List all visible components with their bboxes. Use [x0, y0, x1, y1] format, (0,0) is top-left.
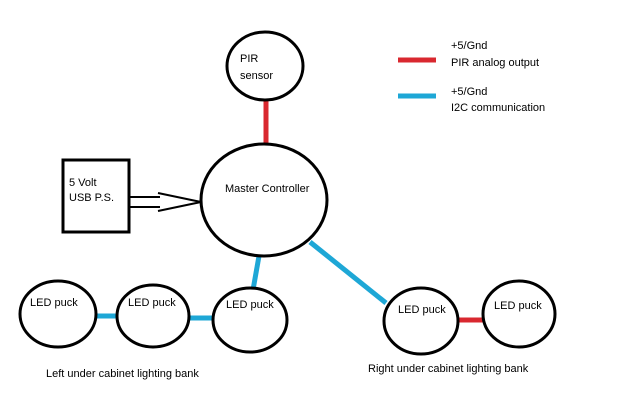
legend-i2c-label-line1: +5/Gnd [451, 86, 487, 98]
master-controller-node: Master Controller [199, 142, 329, 258]
right-bank-caption: Right under cabinet lighting bank [368, 363, 529, 375]
power-supply-node: 5 Volt USB P.S. [61, 158, 131, 234]
pir-sensor-label-line2: sensor [240, 70, 273, 82]
legend-i2c-label-line2: I2C communication [451, 102, 545, 114]
master-to-left-bank-link [250, 255, 262, 291]
left-puck-1: LED puck [18, 279, 98, 349]
power-supply-label-line1: 5 Volt [69, 177, 97, 189]
left-puck-1-label: LED puck [30, 297, 78, 309]
pir-sensor-node: PIR sensor [225, 30, 305, 102]
right-puck-1: LED puck [382, 286, 460, 356]
pir-sensor-label-line1: PIR [240, 53, 258, 65]
legend-pir-label-line2: PIR analog output [451, 57, 539, 69]
left-puck-2: LED puck [115, 283, 191, 349]
master-controller-label: Master Controller [225, 183, 310, 195]
legend: +5/Gnd PIR analog output +5/Gnd I2C comm… [398, 40, 545, 114]
right-puck-1-label: LED puck [398, 304, 446, 316]
power-arrow [130, 192, 202, 212]
left-bank-caption: Left under cabinet lighting bank [46, 368, 199, 380]
master-to-right-bank-link [308, 240, 388, 305]
right-puck-2: LED puck [481, 279, 557, 349]
legend-pir-label-line1: +5/Gnd [451, 40, 487, 52]
left-puck-3-label: LED puck [226, 299, 274, 311]
power-supply-label-line2: USB P.S. [69, 192, 114, 204]
left-puck-2-label: LED puck [128, 297, 176, 309]
left-puck-3: LED puck [211, 286, 289, 354]
right-puck-2-label: LED puck [494, 300, 542, 312]
